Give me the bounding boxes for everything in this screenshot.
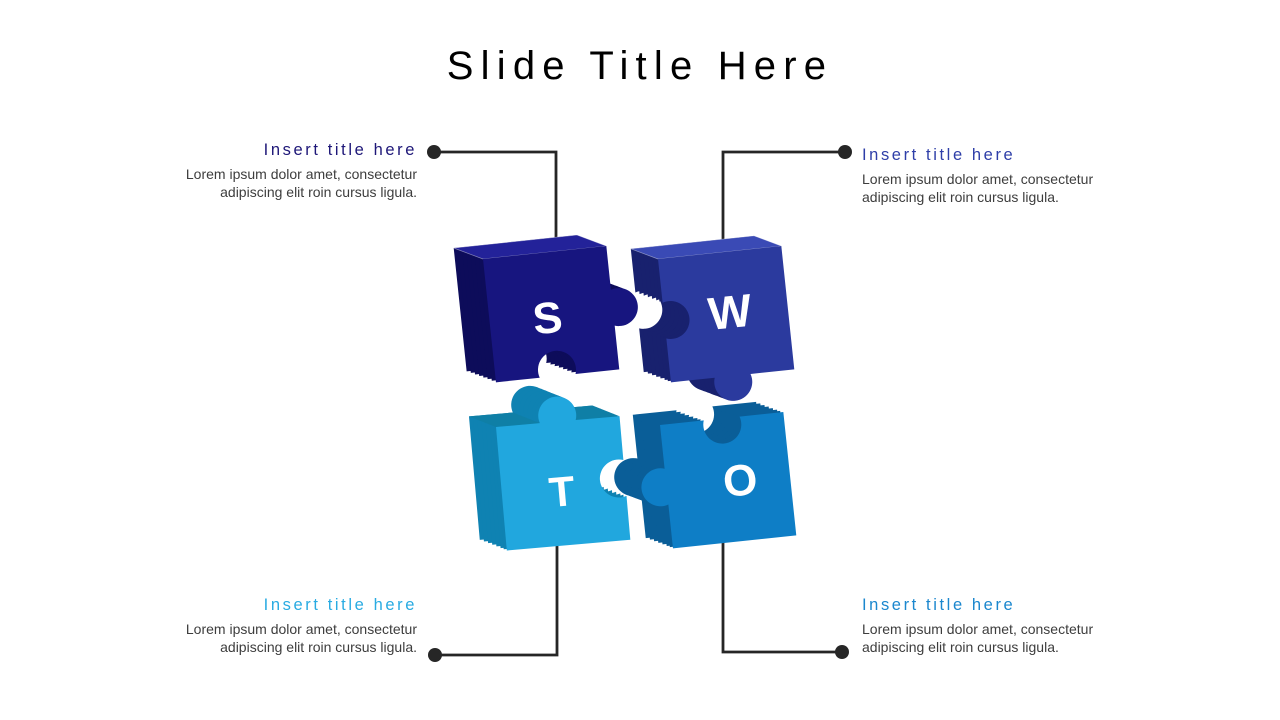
slide-title: Slide Title Here — [446, 44, 834, 88]
connector-bottom-left — [435, 540, 559, 657]
piece-w-letter: W — [706, 284, 755, 340]
connector-top-right — [721, 150, 845, 250]
piece-o-letter: O — [721, 455, 760, 507]
connector-bottom-right — [721, 538, 842, 654]
block-title: Insert title here — [862, 596, 1016, 614]
piece-w-top-face — [630, 235, 782, 260]
puzzle-piece-s: S — [453, 232, 645, 383]
connector-dots — [427, 145, 852, 662]
connector-dot — [428, 648, 442, 662]
piece-t-letter: T — [547, 467, 577, 516]
block-title: Insert title here — [263, 596, 417, 614]
connector-lines — [434, 150, 845, 657]
block-title: Insert title here — [862, 146, 1016, 164]
piece-s-top-face — [453, 234, 607, 260]
connector-dot — [835, 645, 849, 659]
piece-t-top-face-left — [468, 412, 540, 427]
block-body: Lorem ipsum dolor amet, consectetur adip… — [185, 166, 417, 201]
puzzle-piece-t: T — [466, 380, 631, 551]
text-block-top-right: Insert title here Lorem ipsum dolor amet… — [862, 146, 1130, 207]
block-body: Lorem ipsum dolor amet, consectetur adip… — [862, 621, 1094, 656]
block-body: Lorem ipsum dolor amet, consectetur adip… — [185, 621, 417, 656]
block-body: Lorem ipsum dolor amet, consectetur adip… — [862, 171, 1094, 206]
piece-s-letter: S — [530, 293, 564, 345]
block-title: Insert title here — [263, 141, 417, 159]
connector-top-left — [434, 150, 558, 250]
connector-dot — [838, 145, 852, 159]
text-block-top-left: Insert title here Lorem ipsum dolor amet… — [149, 141, 417, 202]
puzzle-piece-w: W — [630, 235, 797, 408]
connector-dot — [427, 145, 441, 159]
text-block-bottom-left: Insert title here Lorem ipsum dolor amet… — [149, 596, 417, 657]
text-block-bottom-right: Insert title here Lorem ipsum dolor amet… — [862, 596, 1130, 657]
puzzle-piece-o: O — [607, 401, 797, 551]
